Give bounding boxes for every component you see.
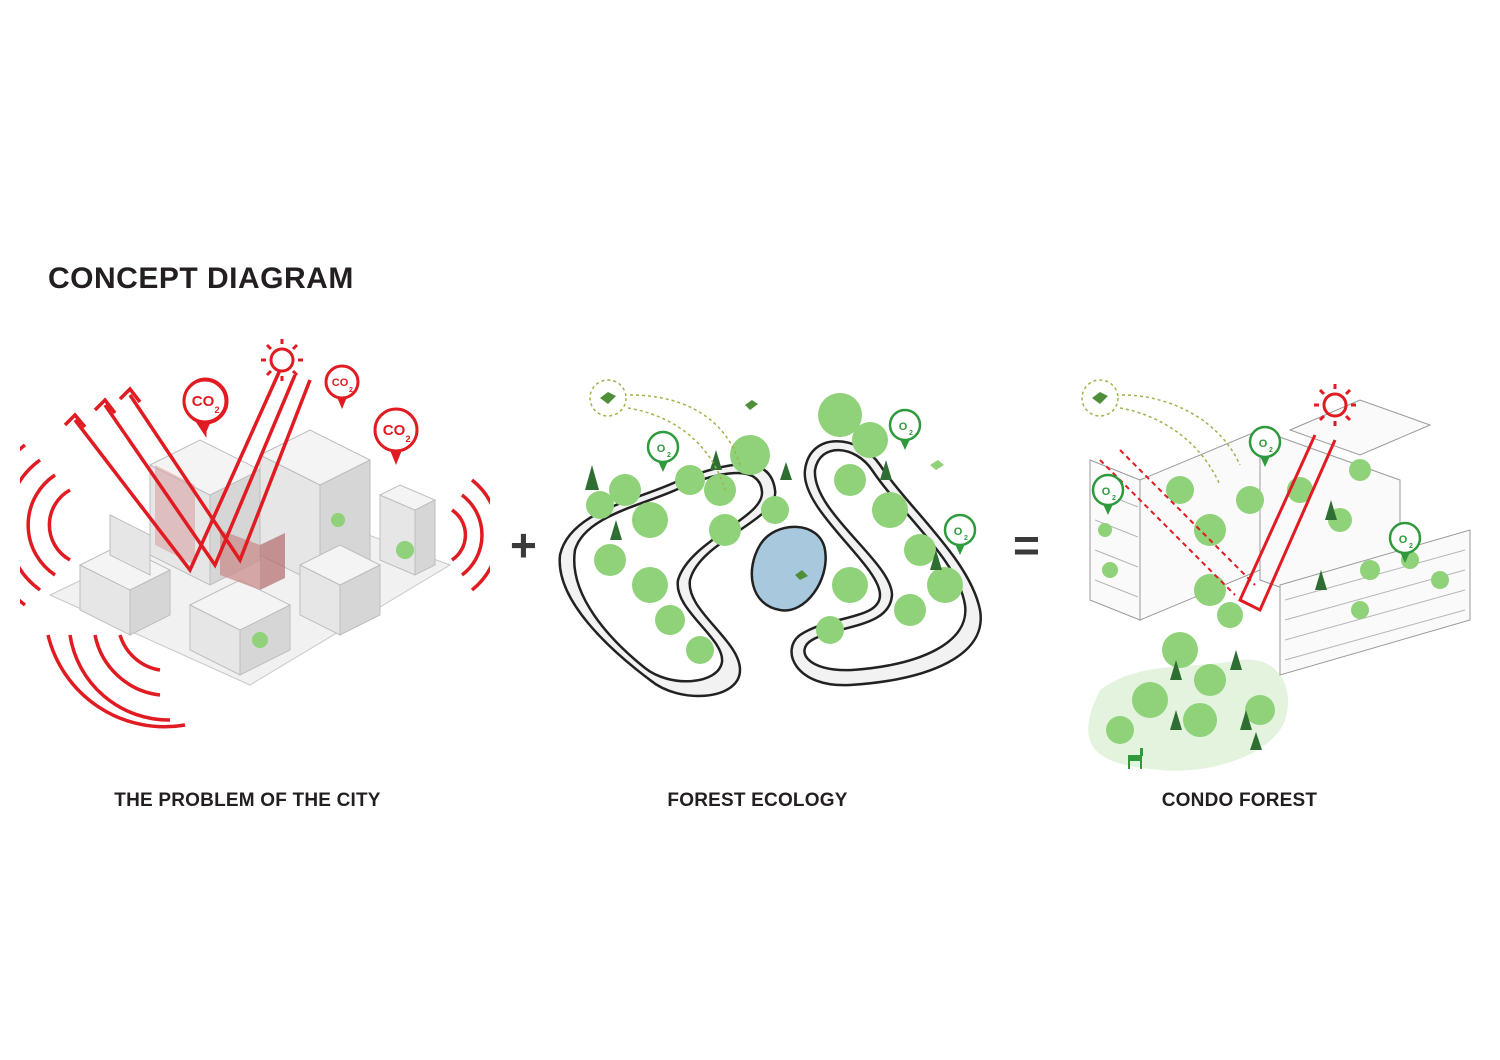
forest-trees	[586, 393, 963, 664]
o2-marker-label: O	[1102, 486, 1111, 498]
o2-marker-label: O	[954, 526, 963, 538]
o2-marker: O 2	[888, 408, 922, 450]
co2-marker-sub: 2	[214, 405, 219, 415]
sun-icon	[261, 339, 303, 381]
caption-forest-ecology: FOREST ECOLOGY	[667, 790, 848, 811]
o2-marker-sub: 2	[667, 452, 671, 459]
condo-forest-illustration: O 2 O 2 O 2	[1081, 379, 1471, 771]
condo-conifers	[1170, 500, 1337, 750]
noise-waves-left	[20, 443, 71, 607]
heat-reflection-arrows	[63, 369, 312, 574]
o2-marker: O 2	[1388, 521, 1422, 563]
page-title: CONCEPT DIAGRAM	[48, 262, 354, 295]
o2-marker-label: O	[899, 421, 908, 433]
pond	[750, 525, 827, 612]
co2-marker: CO 2	[373, 407, 419, 465]
forest-ecology-illustration: O 2 O 2 O 2	[558, 379, 982, 698]
condo-forest-panel: O 2 O 2 O 2	[1060, 370, 1480, 780]
city-problem-panel: CO 2 CO 2 CO 2	[20, 335, 490, 735]
shading-lines	[1099, 449, 1256, 596]
co2-marker-label: CO	[383, 422, 406, 439]
bird-flight-path	[589, 379, 944, 580]
o2-marker-label: O	[1259, 438, 1268, 450]
co2-marker-label: CO	[192, 393, 215, 410]
o2-marker: O 2	[943, 513, 977, 555]
forest-conifers	[585, 450, 942, 570]
plus-operator: +	[510, 519, 537, 571]
city-problem-illustration: CO 2 CO 2 CO 2	[20, 339, 490, 729]
o2-marker-sub: 2	[964, 535, 968, 542]
o2-marker: O 2	[1091, 473, 1125, 515]
leaf-icon	[930, 460, 944, 470]
o2-marker-sub: 2	[1269, 447, 1273, 454]
co2-marker: CO 2	[182, 377, 229, 438]
caption-condo-forest: CONDO FOREST	[1161, 790, 1318, 811]
forest-ecology-panel: O 2 O 2 O 2	[550, 370, 990, 710]
deer-icon	[1128, 748, 1143, 769]
o2-marker: O 2	[646, 430, 680, 472]
bird-icon	[600, 392, 616, 404]
co2-marker: CO 2	[324, 364, 360, 409]
bird-flight-path	[1081, 379, 1241, 486]
o2-marker-sub: 2	[1112, 495, 1116, 502]
bird-icon	[795, 570, 808, 580]
o2-marker-sub: 2	[1409, 543, 1413, 550]
equals-operator: =	[1013, 519, 1040, 571]
o2-marker-sub: 2	[909, 430, 913, 437]
o2-marker: O 2	[1248, 425, 1282, 467]
bird-icon	[745, 400, 758, 410]
o2-marker-label: O	[657, 443, 666, 455]
co2-marker-sub: 2	[349, 387, 353, 394]
caption-city-problem: THE PROBLEM OF THE CITY	[114, 790, 381, 811]
o2-marker-label: O	[1399, 534, 1408, 546]
sun-icon	[1314, 384, 1356, 426]
sun-ray	[1238, 434, 1337, 613]
noise-waves-right	[450, 478, 490, 592]
co2-marker-sub: 2	[405, 434, 410, 444]
noise-waves-bottom	[46, 634, 186, 729]
city-trees	[252, 513, 414, 648]
bird-icon	[1092, 392, 1108, 404]
co2-marker-label: CO	[332, 377, 349, 389]
